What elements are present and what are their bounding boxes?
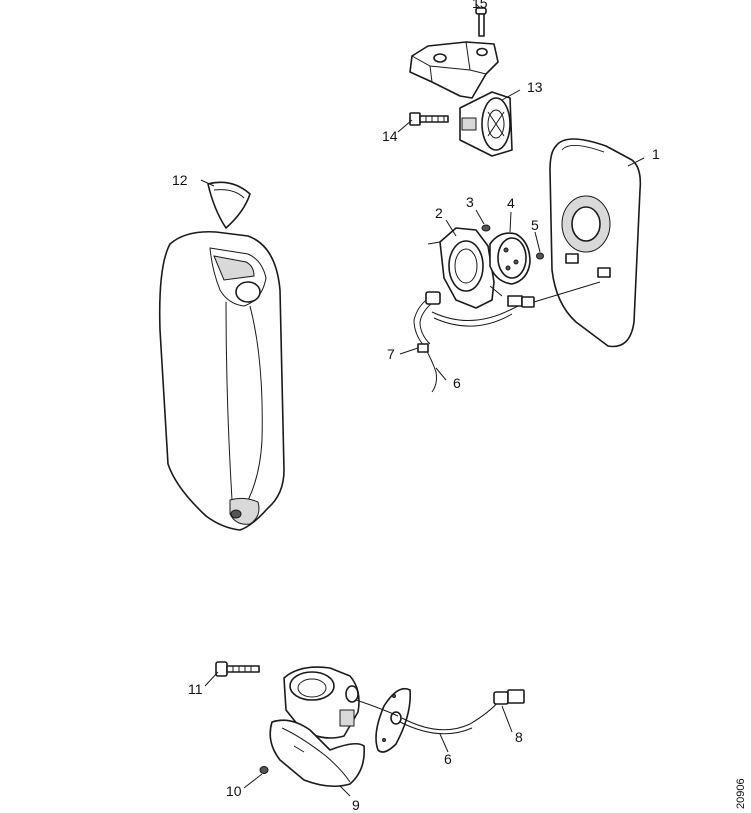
callout-9: 9: [352, 797, 360, 813]
callout-12: 12: [172, 172, 188, 188]
callout-6-upper: 6: [453, 375, 461, 391]
callout-6-lower: 6: [444, 751, 452, 767]
gasket-plate: [375, 687, 412, 753]
leader-lines: [200, 3, 645, 797]
callout-8: 8: [515, 729, 523, 745]
callout-10: 10: [226, 783, 242, 799]
upper-bracket: [409, 41, 499, 99]
part-3-screw: [481, 224, 491, 232]
mirror-housing: [158, 230, 285, 531]
part-13-pivot-block: [459, 91, 513, 157]
part-1-mirror-glass: [549, 138, 642, 348]
part-5-screw: [536, 252, 544, 260]
callout-14: 14: [382, 128, 398, 144]
part-9-lower-cover: [269, 719, 366, 788]
part-11-bolt: [215, 661, 260, 677]
lower-cable-harness: [355, 689, 525, 735]
drawing-number: 20906: [735, 778, 747, 809]
callout-7: 7: [387, 346, 395, 362]
upper-wiring-harness: [413, 281, 601, 393]
part-4-motor: [489, 232, 531, 285]
part-2-frame: [427, 227, 503, 309]
callout-2: 2: [435, 205, 443, 221]
callout-11: 11: [188, 681, 203, 697]
callout-labels: 1 2 3 4 5 6 7 12 13 14 15 11 10 9 6 8: [172, 0, 660, 813]
part-14-bolt: [409, 112, 449, 126]
part-15-screw: [475, 7, 487, 37]
part-12-cap: [207, 181, 251, 229]
callout-4: 4: [507, 195, 515, 211]
callout-15: 15: [472, 0, 488, 11]
callout-5: 5: [531, 217, 539, 233]
part-10-screw: [259, 766, 269, 774]
callout-3: 3: [466, 194, 474, 210]
callout-13: 13: [527, 79, 543, 95]
callout-1: 1: [652, 146, 660, 162]
